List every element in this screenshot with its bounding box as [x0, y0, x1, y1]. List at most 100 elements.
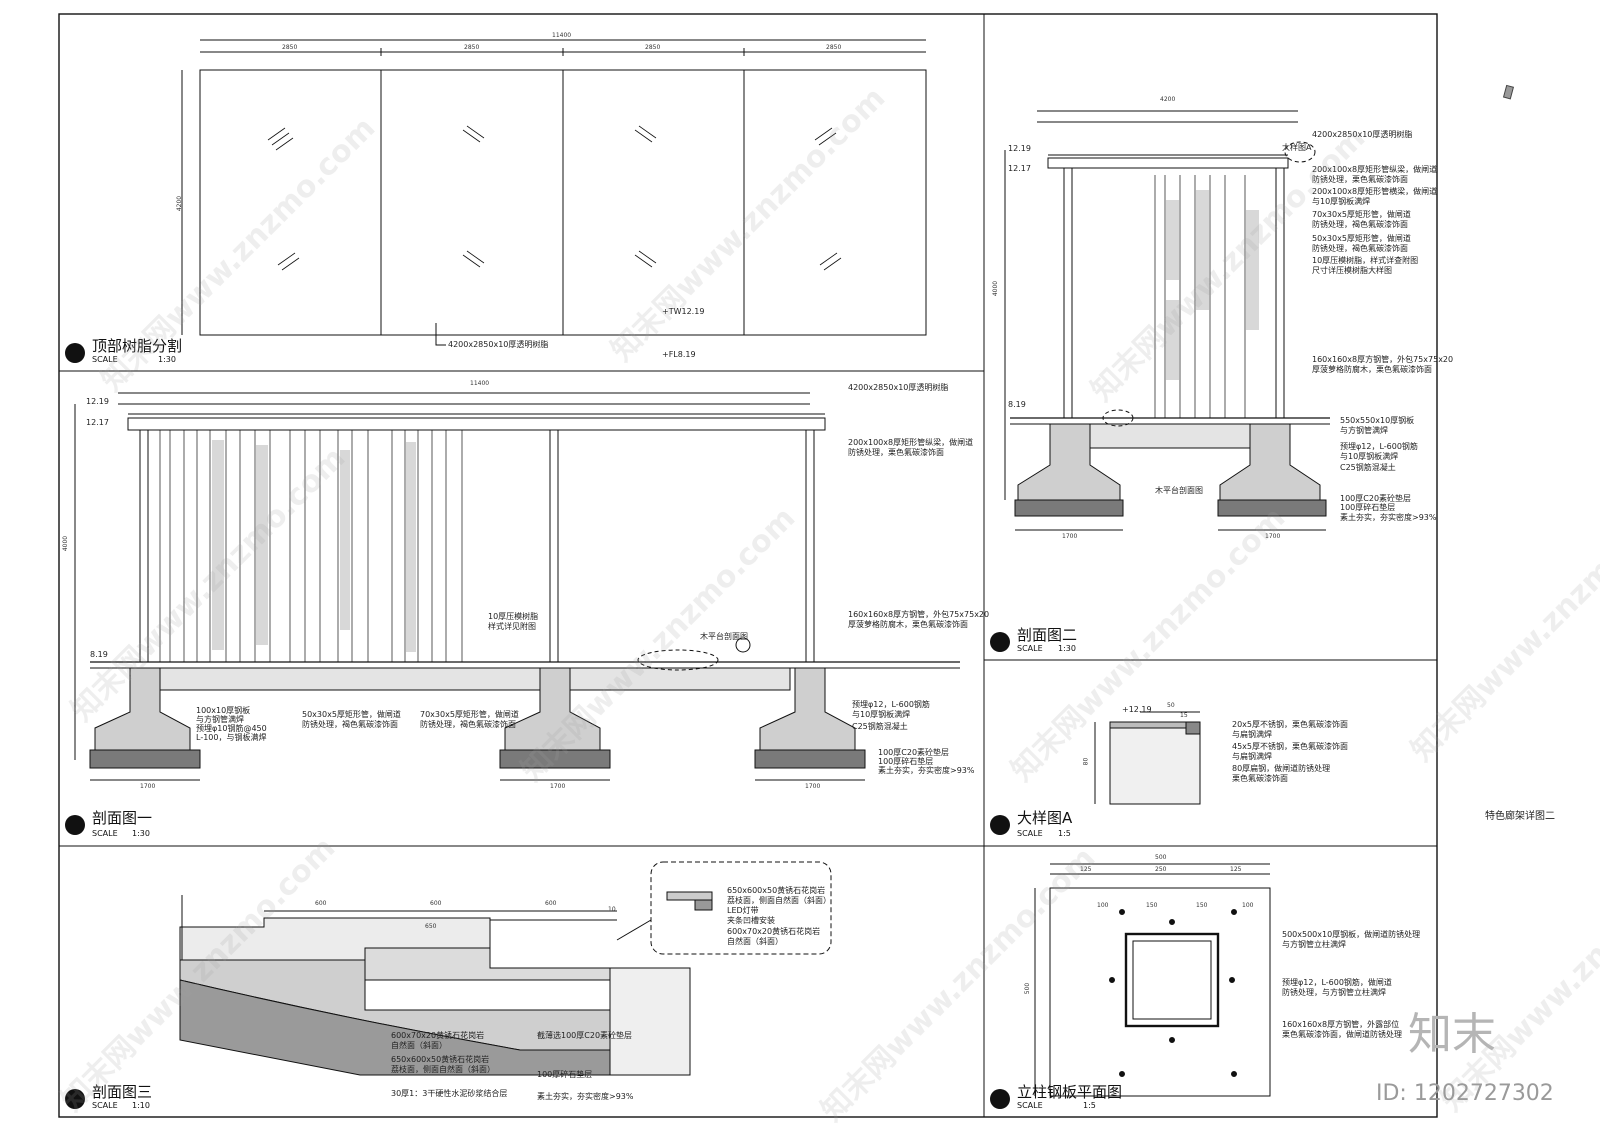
roof-elev-floor: +FL8.19 [662, 350, 696, 359]
section2-note-9: 防锈处理，褐色氟碳漆饰面 [1312, 244, 1408, 253]
section1-bottom-note-c2: 防锈处理，褐色氟碳漆饰面 [420, 720, 516, 729]
section3-note-right-3: 素土夯实，夯实密度>93% [537, 1092, 634, 1101]
section2-note-8: 50x30x5厚矩形管，做闸道 [1312, 234, 1411, 243]
plate-overall-dim: 500 [1155, 854, 1167, 861]
detailA-dim-2: 15 [1180, 712, 1188, 719]
plate-note-2: 与方钢管立柱满焊 [1282, 940, 1346, 949]
section3-title-dot [65, 1089, 85, 1109]
section2-note-17: 与10厚钢板满焊 [1340, 452, 1399, 461]
section3-drawing [179, 861, 832, 1076]
section1-elev-floor: 8.19 [90, 650, 108, 659]
section2-note-6: 70x30x5厚矩形管，做闸道 [1312, 210, 1411, 219]
section2-note-16: 预埋φ12，L-600钢筋 [1340, 442, 1418, 451]
section2-overall-dim: 4200 [1160, 96, 1176, 103]
plate-note-1: 500x500x10厚钢板，做闸道防锈处理 [1282, 930, 1421, 939]
section1-top-note: 4200x2850x10厚透明树脂 [848, 383, 949, 392]
plate-top-dim-1: 125 [1080, 866, 1092, 873]
detailA-note-2: 与扁钢满焊 [1232, 730, 1272, 739]
roof-elev-top: +TW12.19 [662, 307, 705, 316]
plate-drawing [1034, 863, 1271, 1097]
section1-note-6: 与10厚钢板满焊 [852, 710, 911, 719]
section1-note-8: 100厚C20素砼垫层 [878, 748, 950, 757]
section1-note-10: 素土夯实，夯实密度>93% [878, 766, 975, 775]
section3-callout-6: 自然面（斜面） [727, 937, 783, 946]
section1-height-dim: 4000 [62, 535, 70, 552]
section2-note-2: 200x100x8厚矩形管纵梁，做闸道 [1312, 165, 1438, 174]
section3-callout-1: 650x600x50黄锈石花岗岩 [727, 886, 826, 895]
section1-drawing [74, 392, 960, 781]
sheet-frame [58, 13, 1438, 1118]
section2-detail-label: 大样图A [1282, 143, 1312, 152]
section3-dim-1: 600 [315, 900, 327, 907]
section2-note-14: 550x550x10厚钢板 [1340, 416, 1415, 425]
section3-dim-4: 10 [608, 906, 616, 913]
plate-note-5: 160x160x8厚方钢管，外露部位 [1282, 1020, 1400, 1029]
section2-note-3: 防锈处理，栗色氟碳漆饰面 [1312, 175, 1408, 184]
detailA-note-1: 20x5厚不锈钢，栗色氟碳漆饰面 [1232, 720, 1349, 729]
roof-bay-dim-2: 2850 [464, 44, 480, 51]
sheet-title: 特色廊架详图二 [1485, 811, 1555, 822]
section1-footing-dim-3: 1700 [805, 783, 821, 790]
detailA-title-dot [990, 815, 1010, 835]
section2-note-20: 100厚碎石垫层 [1340, 503, 1396, 512]
roof-bay-dim-3: 2850 [645, 44, 661, 51]
section1-note-3: 160x160x8厚方钢管，外包75x75x20 [848, 610, 990, 619]
detailA-dim-1: 50 [1167, 702, 1175, 709]
section1-scale-value: 1:30 [132, 829, 150, 838]
plate-title: 立柱钢板平面图 [1017, 1083, 1123, 1101]
roof-title-dot [65, 343, 85, 363]
plate-top-dim-2: 250 [1155, 866, 1167, 873]
section3-callout-4: 夹条凹槽安装 [727, 916, 775, 925]
roof-scale-value: 1:30 [158, 355, 176, 364]
roof-bay-dim-4: 2850 [826, 44, 842, 51]
section3-dim-2: 600 [430, 900, 442, 907]
section1-overall-dim: 11400 [470, 380, 490, 387]
detailA-note-5: 80厚扁钢，做闸道防锈处理 [1232, 764, 1331, 773]
section2-note-11: 尺寸详压模树脂大样图 [1312, 266, 1392, 275]
small-marker [1502, 84, 1515, 100]
roof-overall-dim: 11400 [552, 32, 572, 39]
section1-title: 剖面图一 [92, 809, 153, 827]
detailA-note-4: 与扁钢满焊 [1232, 752, 1272, 761]
section1-scale-label: SCALE [92, 829, 118, 838]
section1-note-1: 200x100x8厚矩形管纵梁，做闸道 [848, 438, 974, 447]
section1-bottom-note-b2: 防锈处理，褐色氟碳漆饰面 [302, 720, 398, 729]
plate-scale-label: SCALE [1017, 1101, 1043, 1110]
brand-logo: 知末 [1408, 1009, 1496, 1060]
section3-callout-3: LED灯带 [727, 906, 759, 915]
detailA-scale-label: SCALE [1017, 829, 1043, 838]
roof-resin-note: 4200x2850x10厚透明树脂 [448, 340, 549, 349]
section1-bottom-note-b1: 50x30x5厚矩形管，做闸道 [302, 710, 401, 719]
section2-deck-label: 木平台剖面图 [1155, 486, 1203, 495]
detailA-elev: +12.19 [1122, 705, 1152, 714]
section2-title-dot [990, 632, 1010, 652]
detailA-scale-value: 1:5 [1058, 829, 1071, 838]
section3-note-left-5: 30厚1：3干硬性水泥砂浆结合层 [391, 1089, 508, 1098]
section2-note-19: 100厚C20素砼垫层 [1340, 494, 1412, 503]
detailA-title: 大样图A [1017, 809, 1073, 827]
roof-bay-dim-1: 2850 [282, 44, 298, 51]
plate-title-dot [990, 1089, 1010, 1109]
plate-note-6: 栗色氟碳漆饰面，做闸道防锈处理 [1282, 1030, 1402, 1039]
section1-note-7: C25钢筋混凝土 [852, 722, 908, 731]
plate-inner-dim-1: 100 [1097, 902, 1109, 909]
section2-note-5: 与10厚钢板满焊 [1312, 197, 1371, 206]
detailA-note-3: 45x5厚不锈钢，栗色氟碳漆饰面 [1232, 742, 1349, 751]
section2-note-10: 10厚压模树脂，样式详查附图 [1312, 256, 1419, 265]
section3-note-right-2: 100厚碎石垫层 [537, 1070, 593, 1079]
roof-title: 顶部树脂分割 [92, 337, 183, 355]
section2-note-13: 厚菠萝格防腐木，栗色氟碳漆饰面 [1312, 365, 1432, 374]
plate-side-dim: 500 [1024, 982, 1032, 995]
roof-plan [181, 39, 927, 346]
plate-inner-dim-3: 150 [1196, 902, 1208, 909]
section1-title-dot [65, 815, 85, 835]
section3-note-left-2: 自然面（斜面） [391, 1041, 447, 1050]
section1-note-2: 防锈处理，栗色氟碳漆饰面 [848, 448, 944, 457]
section1-deck-label: 木平台剖面图 [700, 632, 748, 641]
plate-inner-dim-2: 150 [1146, 902, 1158, 909]
plate-top-dim-3: 125 [1230, 866, 1242, 873]
section1-note-5: 预埋φ12，L-600钢筋 [852, 700, 930, 709]
section2-elev-top: 12.19 [1008, 144, 1031, 153]
section1-resin-note-1: 10厚压模树脂 [488, 612, 539, 621]
